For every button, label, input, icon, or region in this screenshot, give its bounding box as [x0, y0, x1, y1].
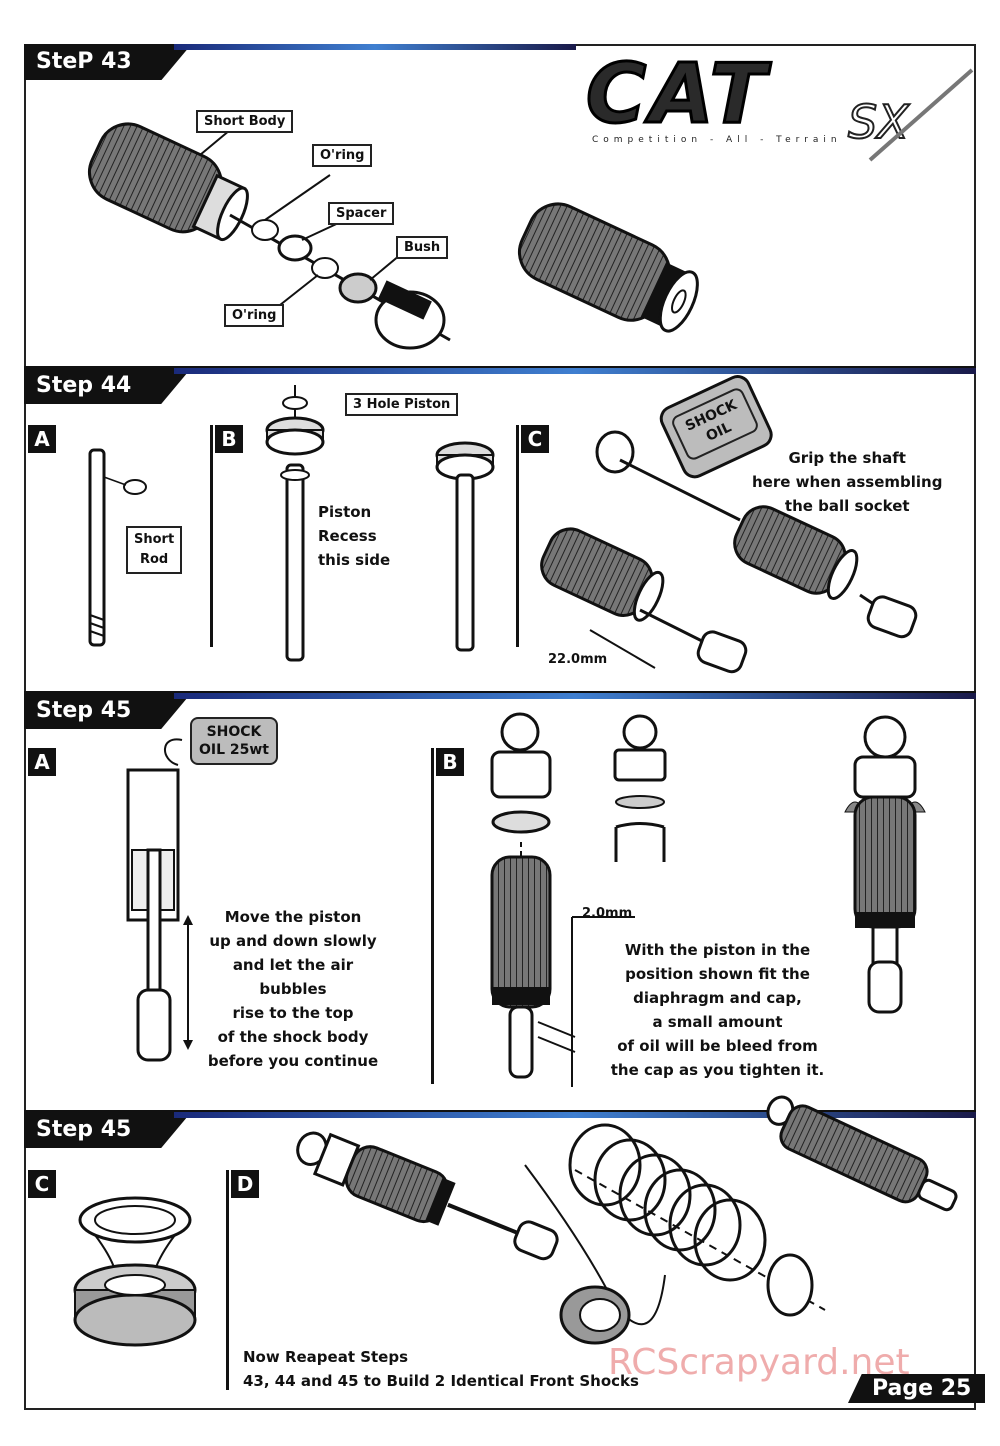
- label-oring-bottom: O'ring: [224, 304, 285, 327]
- step44-title: Step 44: [24, 368, 192, 404]
- step44-sub-c: C: [521, 425, 549, 453]
- step44-sub-b: B: [215, 425, 243, 453]
- step44-b-rule: [210, 425, 213, 647]
- measure-22mm: 22.0mm: [548, 652, 608, 667]
- label-short-body: Short Body: [196, 110, 294, 133]
- step44-c-rule: [516, 425, 519, 647]
- step43-exploded-diagram: [88, 122, 451, 350]
- short-rod-diagram: [88, 448, 147, 647]
- logo-tagline: Competition - All - Terrain: [592, 135, 842, 145]
- divider-45cd: [24, 1110, 976, 1113]
- step45-d-rule: [226, 1170, 229, 1390]
- step45-sub-b: B: [436, 748, 464, 776]
- watermark: RCScrapyard.net: [608, 1342, 910, 1383]
- step45d-spring-assembly: [296, 1095, 958, 1345]
- step43-assembled-body: [518, 202, 699, 333]
- piston-rod-diagram: [265, 385, 325, 662]
- step45ab-header: Step 45: [24, 693, 976, 729]
- filled-shock-body: [126, 738, 193, 1062]
- step45-b-rule: [431, 748, 434, 1084]
- step43-header: SteP 43: [24, 44, 976, 80]
- fit-diaphragm-note: With the piston in the position shown fi…: [610, 941, 825, 1079]
- label-oring-top: O'ring: [312, 144, 373, 167]
- label-short-rod: Short Rod: [126, 526, 183, 574]
- label-3-hole-piston: 3 Hole Piston: [345, 393, 459, 416]
- step44-sub-a: A: [28, 425, 56, 453]
- move-piston-note: Move the piston up and down slowly and l…: [207, 908, 379, 1070]
- measure-2mm: 2.0mm: [582, 906, 633, 921]
- label-spacer: Spacer: [328, 202, 395, 225]
- label-bush: Bush: [396, 236, 449, 259]
- step45-sub-c: C: [28, 1170, 56, 1198]
- repeat-steps-note: Now Reapeat Steps 43, 44 and 45 to Build…: [243, 1348, 639, 1390]
- assembled-front-shock: [844, 715, 926, 1014]
- step43-title: SteP 43: [24, 44, 192, 80]
- divider-44: [24, 366, 976, 369]
- cat-sx-logo: CAT SX Competition - All - Terrain: [580, 46, 974, 162]
- logo-word: CAT: [586, 47, 772, 142]
- logo-suffix: SX: [848, 95, 910, 149]
- step45-sub-d: D: [231, 1170, 259, 1198]
- step45cd-title: Step 45: [24, 1112, 192, 1148]
- shock-cap-diaphragm: [73, 1196, 197, 1347]
- step44-header: Step 44: [24, 368, 976, 404]
- divider-45ab: [24, 691, 976, 694]
- shock-oil-25wt-bottle: SHOCK OIL 25wt: [190, 717, 278, 765]
- step45-sub-a: A: [28, 748, 56, 776]
- page-number: Page 25: [848, 1374, 986, 1403]
- grip-shaft-note: Grip the shaft here when assembling the …: [752, 449, 943, 515]
- piston-recess-note: Piston Recess this side: [318, 503, 391, 569]
- step45b-shock-parts: [490, 712, 667, 1087]
- step45ab-title: Step 45: [24, 693, 192, 729]
- step45cd-header: Step 45: [24, 1112, 976, 1148]
- piston-assembled-rod: [435, 441, 495, 652]
